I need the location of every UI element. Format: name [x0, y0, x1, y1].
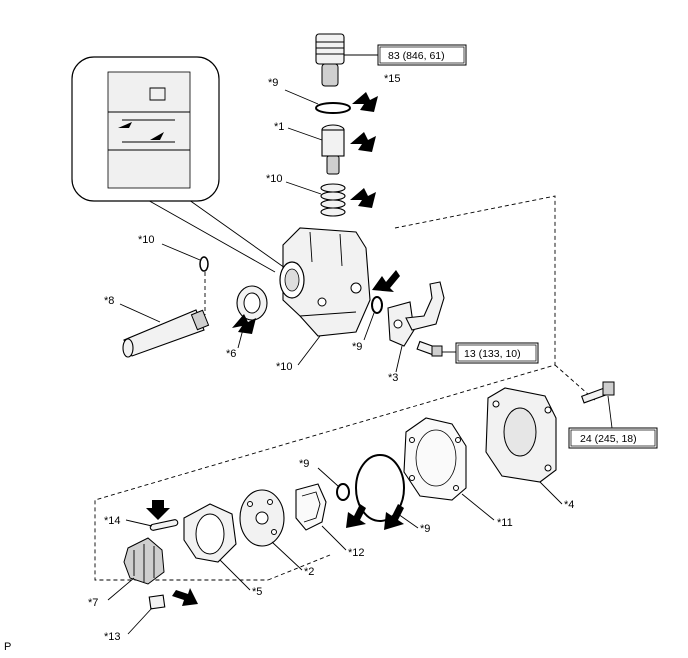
- torque-box-2: [455, 342, 539, 364]
- label-part-15: *15: [384, 73, 401, 85]
- apply-arrow-icon: [384, 504, 404, 530]
- o-ring-large: [355, 454, 405, 522]
- rotor: [123, 537, 165, 585]
- side-plate: [239, 489, 285, 547]
- rear-housing: [485, 387, 557, 483]
- apply-arrow-icon: [146, 500, 170, 520]
- apply-arrow-icon: [372, 270, 400, 292]
- snap-ring: [199, 256, 209, 272]
- label-part-3: *3: [388, 372, 398, 384]
- label-part-11: *11: [497, 517, 513, 529]
- oil-seal: [236, 285, 268, 321]
- torque-value-1: 83 (846, 61): [388, 50, 445, 62]
- label-part-1: *1: [274, 121, 284, 133]
- pump-body: [279, 227, 371, 337]
- label-part-9-large: *9: [420, 523, 430, 535]
- label-part-9-mid: *9: [352, 341, 362, 353]
- torque-box-1: [377, 44, 467, 66]
- pressure-plate: [295, 483, 327, 531]
- apply-arrow-icon: [172, 588, 198, 606]
- label-part-9-low: *9: [299, 458, 309, 470]
- apply-arrow-icon: [346, 504, 366, 528]
- label-part-10-spring: *10: [266, 173, 283, 185]
- label-part-7: *7: [88, 597, 98, 609]
- o-ring-small: [336, 483, 350, 501]
- label-part-14: *14: [104, 515, 121, 527]
- apply-arrow-icon: [350, 188, 376, 208]
- pump-shaft: [122, 309, 210, 358]
- label-part-4: *4: [564, 499, 574, 511]
- apply-arrow-icon: [352, 92, 378, 112]
- gasket: [403, 417, 467, 501]
- flow-control-spring: [320, 183, 346, 217]
- flow-control-plug: [315, 33, 378, 87]
- torque-box-3: [568, 427, 658, 449]
- apply-arrow-icon: [350, 132, 376, 152]
- assembly-boundary: [94, 195, 556, 581]
- label-part-6: *6: [226, 348, 236, 360]
- label-part-9-top: *9: [268, 77, 278, 89]
- o-ring-top: [315, 102, 351, 114]
- label-part-8: *8: [104, 295, 114, 307]
- figure-corner-mark: P: [4, 641, 11, 653]
- label-part-12: *12: [348, 547, 365, 559]
- straight-pin: [149, 519, 179, 531]
- label-part-10-ring: *10: [138, 234, 155, 246]
- torque-value-3: 24 (245, 18): [580, 433, 637, 445]
- label-part-10-body: *10: [276, 361, 293, 373]
- label-part-5: *5: [252, 586, 262, 598]
- suction-port-union: [387, 281, 445, 347]
- label-part-13: *13: [104, 631, 121, 643]
- housing-bolt: [580, 381, 615, 404]
- label-part-2: *2: [304, 566, 314, 578]
- torque-value-2: 13 (133, 10): [464, 348, 521, 360]
- flow-control-valve: [321, 124, 345, 175]
- apply-arrow-icon: [232, 314, 256, 334]
- union-bolt: [416, 340, 443, 357]
- o-ring-mid: [371, 296, 383, 314]
- detail-magnifier: [71, 56, 286, 273]
- vane-plate: [148, 594, 166, 610]
- assembly-axis: [204, 272, 598, 581]
- cam-ring: [183, 503, 237, 563]
